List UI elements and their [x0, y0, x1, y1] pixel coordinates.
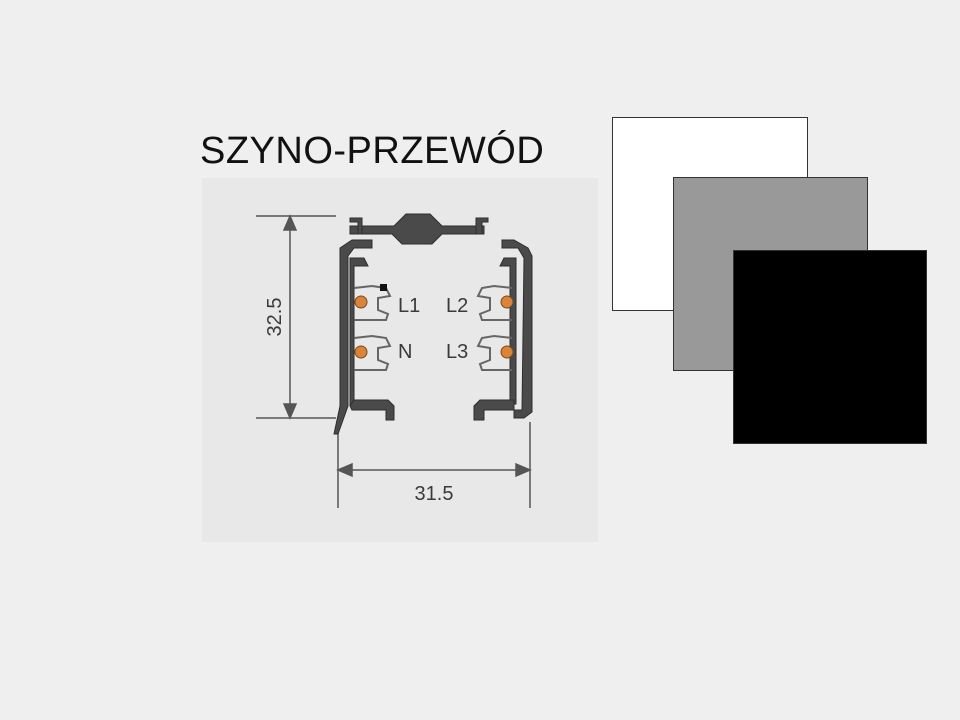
height-dimension-label: 32.5: [264, 298, 286, 337]
height-dimension: [256, 214, 336, 420]
conductor-l3: [500, 345, 514, 359]
phase-label-l1: L1: [398, 295, 420, 317]
conductor-holders: [353, 284, 513, 371]
marker-square: [380, 284, 387, 291]
phase-label-n: N: [398, 341, 412, 363]
color-swatch-black: [733, 250, 927, 444]
width-dimension: [336, 422, 532, 508]
phase-label-l3: L3: [446, 341, 468, 363]
conductor-n: [354, 345, 368, 359]
conductor-l2: [500, 295, 514, 309]
track-profile-drawing: 32.5 31.5: [202, 178, 598, 542]
rail-profile: [333, 213, 533, 435]
track-profile-svg: 32.5 31.5: [256, 213, 533, 508]
conductors: [354, 295, 514, 359]
width-dimension-label: 31.5: [415, 483, 454, 505]
page-title: SZYNO-PRZEWÓD: [200, 130, 545, 172]
phase-label-l2: L2: [446, 295, 468, 317]
conductor-l1: [354, 295, 368, 309]
